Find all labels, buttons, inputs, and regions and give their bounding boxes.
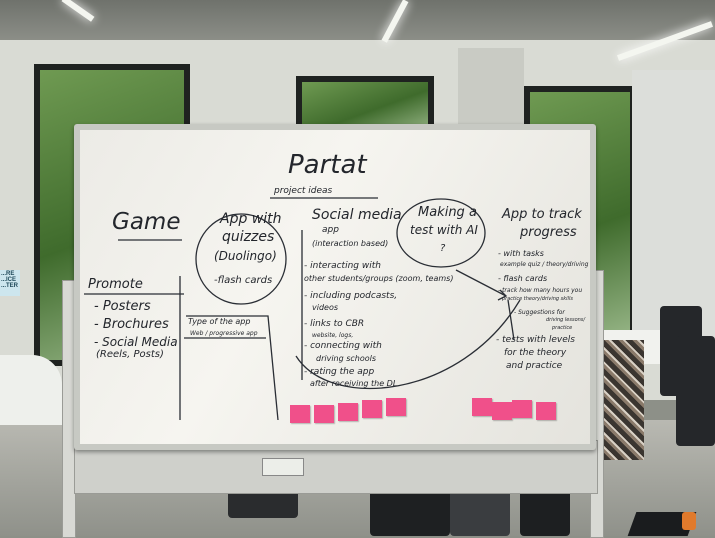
marker-holder (262, 458, 304, 476)
office-chair-far-right (676, 336, 715, 446)
board-title: Partat (288, 150, 367, 180)
type-of-app-line (186, 315, 279, 421)
promote-item-brochures: - Brochures (94, 317, 169, 332)
type-of-app-value: Web / progressive app (190, 330, 258, 337)
type-of-app-label: Type of the app (188, 317, 251, 326)
idea-track-progress-line1: App to track (502, 207, 582, 222)
track-bullet-8: practice (552, 325, 573, 331)
making-test-circle (396, 198, 486, 268)
orange-bottle (682, 512, 696, 530)
track-bullet-5: practice theory/driving skills (502, 296, 573, 302)
track-bullet-3: - flash cards (498, 274, 548, 283)
sticky-note (536, 402, 556, 420)
idea-game: Game (112, 209, 181, 235)
social-bullet-9: - rating the app (304, 367, 375, 377)
sticky-note (290, 405, 310, 423)
social-bullet-3: - including podcasts, (304, 291, 398, 301)
social-bullet-8: driving schools (316, 354, 377, 363)
idea-social-media-line1: Social media (312, 207, 402, 223)
sticky-note (512, 400, 532, 418)
idea-making-test-line1: Making a (418, 205, 477, 220)
sticky-note (362, 400, 382, 418)
track-bullet-6: - Suggestions for (514, 309, 565, 316)
social-bullet-6: website, logs, (312, 332, 354, 339)
social-bullet-7: - connecting with (304, 341, 382, 351)
track-bullet-2: example quiz / theory/driving (500, 261, 589, 268)
arrow-head (497, 289, 508, 301)
idea-making-test-line2: test with AI (410, 223, 478, 237)
sticky-note (338, 403, 358, 421)
social-bullet-4: videos (312, 303, 339, 312)
progress-connector (507, 299, 515, 341)
social-bullet-1: - interacting with (304, 261, 381, 271)
app-quizzes-circle (195, 213, 287, 305)
sticky-note (386, 398, 406, 416)
social-bullet-2: other students/groups (zoom, teams) (304, 274, 454, 283)
social-bullet-10: after receiving the DL (310, 379, 398, 388)
sticky-note (492, 402, 512, 420)
idea-app-quizzes-line4: -flash cards (214, 275, 273, 286)
social-bullet-5: - links to CBR (304, 319, 365, 329)
promote-heading: Promote (88, 277, 143, 292)
idea-app-quizzes-line2: quizzes (222, 229, 275, 245)
arrow-to-progress (455, 269, 507, 297)
sticky-note (314, 405, 334, 423)
idea-app-quizzes-line1: App with (220, 211, 282, 227)
idea-social-media-line3: (interaction based) (312, 239, 389, 248)
social-media-curve (295, 299, 521, 390)
right-wall-panel (632, 70, 715, 340)
idea-social-media-line2: app (322, 225, 339, 235)
idea-app-quizzes-line3: (Duolingo) (214, 249, 277, 263)
promote-item-reels-posts: (Reels, Posts) (96, 349, 164, 360)
wall-sign: ...RE ...ICE ...TER (0, 270, 20, 296)
promote-item-posters: - Posters (94, 299, 151, 314)
track-bullet-9: - tests with levels (496, 335, 575, 345)
track-bullet-7: driving lessons/ (546, 317, 586, 323)
track-bullet-11: and practice (506, 361, 563, 371)
track-bullet-4: - track how many hours you (498, 287, 583, 294)
sticky-note (472, 398, 492, 416)
idea-track-progress-line2: progress (520, 225, 577, 240)
board-subtitle: project ideas (274, 186, 333, 196)
idea-making-test-line3: ? (440, 243, 446, 254)
track-bullet-1: - with tasks (498, 249, 544, 258)
plaid-jacket (604, 340, 644, 460)
promote-item-social-media: - Social Media (94, 335, 178, 349)
whiteboard (80, 130, 590, 444)
desk-left (0, 355, 62, 425)
track-bullet-10: for the theory (504, 348, 567, 358)
